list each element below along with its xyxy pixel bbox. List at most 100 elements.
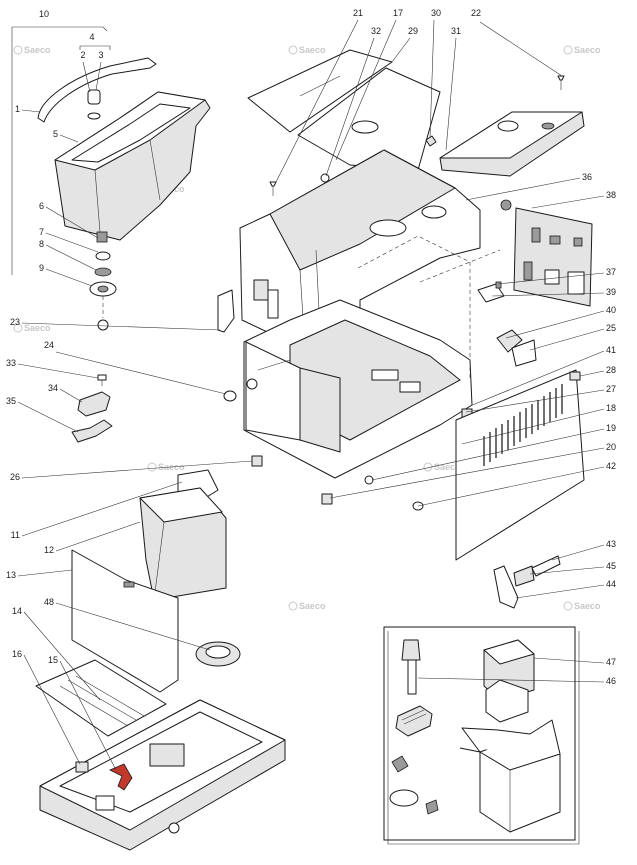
screw-21-right (557, 75, 565, 90)
svg-text:Saeco: Saeco (299, 45, 326, 55)
leader-line-13 (17, 569, 73, 577)
callout-2: 2 (80, 50, 85, 60)
callout-30: 30 (431, 8, 441, 18)
callout-44: 44 (606, 579, 616, 589)
leader-line-5 (59, 134, 79, 143)
leader-line-3 (95, 61, 102, 91)
leader-line-42 (417, 466, 605, 507)
callout-35: 35 (6, 396, 16, 406)
water-tank-lid-handle (37, 57, 157, 123)
float-15 (109, 763, 133, 791)
leader-line-25 (529, 328, 605, 351)
watermark-logo: Saeco (13, 45, 51, 55)
leader-line-16 (23, 654, 81, 765)
callout-9: 9 (39, 263, 44, 273)
leader-line-12 (55, 521, 141, 552)
callout-42: 42 (606, 461, 616, 471)
watermark-logo: Saeco (288, 601, 326, 611)
callout-28: 28 (606, 365, 616, 375)
leader-line-47 (533, 657, 605, 664)
upper-housing (239, 149, 481, 351)
svg-text:Saeco: Saeco (24, 323, 51, 333)
callout-43: 43 (606, 539, 616, 549)
float-16 (75, 761, 89, 773)
leader-line-27 (465, 389, 605, 413)
foot-26-left (251, 455, 263, 467)
callout-24: 24 (44, 340, 54, 350)
leader-line-6 (45, 206, 99, 239)
leader-line-18 (461, 408, 605, 445)
callout-20: 20 (606, 442, 616, 452)
leader-line-7 (45, 232, 99, 253)
callout-47: 47 (606, 657, 616, 667)
leader-line-41 (469, 350, 605, 407)
dashed-frame (357, 235, 501, 380)
leader-line-1 (21, 109, 41, 113)
leader-line-32 (325, 37, 375, 177)
leader-line-36 (465, 177, 581, 201)
top-cover (297, 67, 441, 171)
circuit-board (513, 207, 593, 307)
microswitch-35 (71, 419, 113, 443)
callout-22: 22 (471, 8, 481, 18)
watermark-logo: Saeco (423, 462, 461, 472)
callout-32: 32 (371, 26, 381, 36)
power-cord-47 (389, 755, 439, 815)
callout-14: 14 (12, 606, 22, 616)
callout-27: 27 (606, 384, 616, 394)
callout-38: 38 (606, 190, 616, 200)
callout-19: 19 (606, 423, 616, 433)
leader-line-29 (391, 37, 411, 63)
leader-line-2 (82, 61, 91, 93)
callout-3: 3 (98, 50, 103, 60)
connector-38 (495, 281, 502, 289)
callout-21: 21 (353, 8, 363, 18)
water-tank (54, 91, 211, 241)
side-panel (455, 369, 585, 561)
watermark-logo: Saeco (288, 45, 326, 55)
leader-line-28 (579, 370, 605, 377)
callout-29: 29 (408, 26, 418, 36)
leader-line-48 (55, 602, 211, 651)
filter-44 (395, 705, 433, 737)
leader-line-22 (479, 21, 563, 77)
svg-text:Saeco: Saeco (574, 601, 601, 611)
leader-line-19 (371, 428, 605, 481)
callout-12: 12 (44, 545, 54, 555)
leader-line-33 (17, 363, 99, 379)
back-plate (71, 549, 179, 693)
accessories-box (383, 626, 580, 845)
lever-23 (217, 289, 235, 333)
callout-6: 6 (39, 201, 44, 211)
watermark-logo: Saeco (563, 45, 601, 55)
callout-1: 1 (15, 104, 20, 114)
sensor-37 (477, 283, 505, 303)
svg-text:Saeco: Saeco (574, 45, 601, 55)
leader-line-44 (515, 584, 605, 599)
callout-33: 33 (6, 358, 16, 368)
leader-line-30 (429, 19, 435, 139)
leader-line-38 (531, 195, 605, 209)
carton-46 (459, 719, 561, 833)
callout-8: 8 (39, 239, 44, 249)
leader-line-8 (45, 244, 97, 271)
svg-text:Saeco: Saeco (24, 45, 51, 55)
callout-26: 26 (10, 472, 20, 482)
leader-line-43 (551, 544, 605, 561)
watermark-logo: Saeco (563, 601, 601, 611)
leader-line-14 (23, 611, 101, 701)
callout-23: 23 (10, 317, 20, 327)
leader-line-31 (445, 37, 457, 151)
grinder-outlet-48 (195, 641, 241, 667)
leader-line-34 (59, 388, 83, 403)
lower-chassis (243, 299, 473, 479)
callout-18: 18 (606, 403, 616, 413)
leader-line-17 (335, 19, 397, 161)
callout-41: 41 (606, 345, 616, 355)
callout-4: 4 (89, 32, 94, 42)
cleaning-tablet-holder (483, 639, 535, 723)
group-bracket-10 (11, 26, 111, 275)
switch-bracket (493, 555, 561, 609)
drip-grid (35, 659, 167, 737)
